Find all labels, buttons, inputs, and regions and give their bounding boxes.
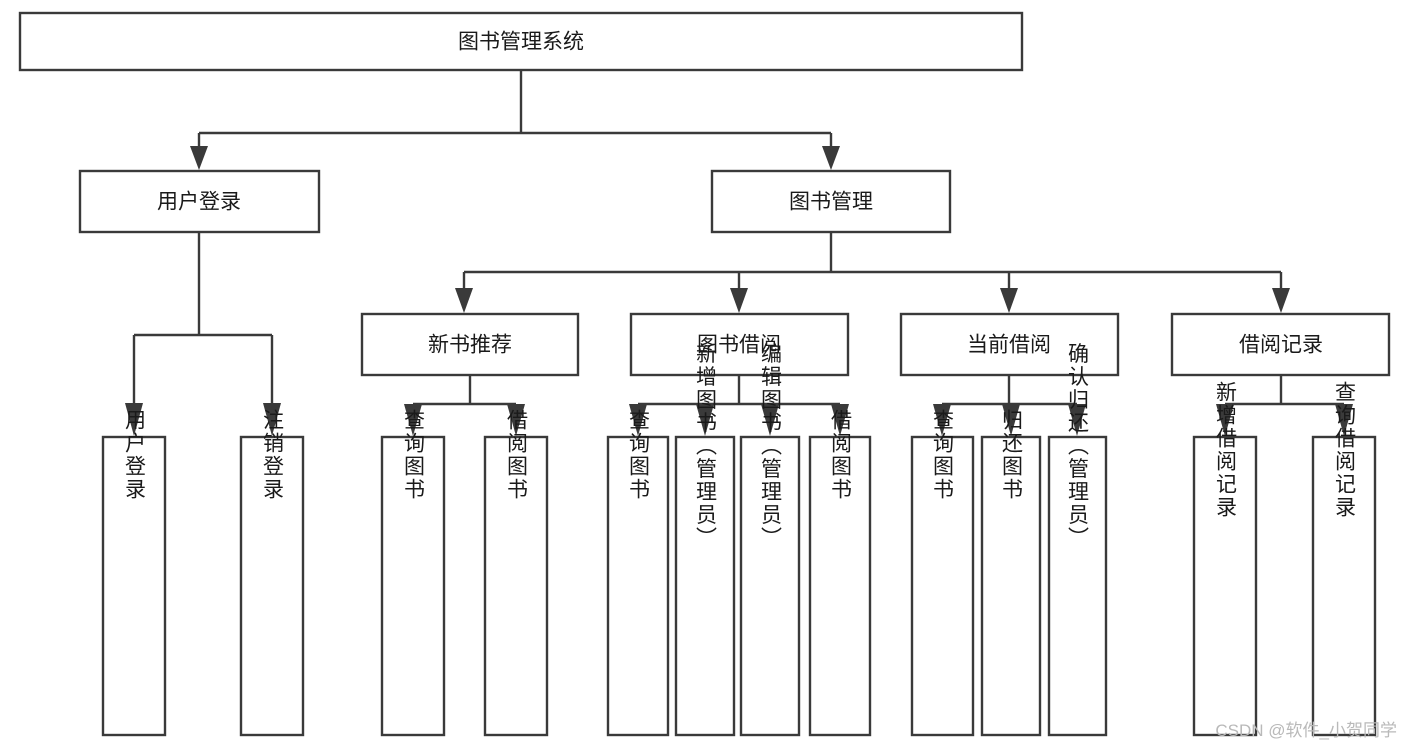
node-new-book-recommend-label: 新书推荐	[428, 334, 512, 357]
arrow-head-leaf-edit-book	[761, 404, 779, 436]
arrow-head-current-borrow	[1000, 288, 1018, 313]
node-leaf-borrow-book-1-box[interactable]	[483, 435, 549, 737]
node-book-management-box[interactable]	[710, 169, 952, 234]
node-leaf-query-book-3-box[interactable]	[910, 435, 975, 737]
node-leaf-user-login[interactable]: 用户登录	[101, 409, 167, 737]
node-leaf-edit-book-box[interactable]	[739, 435, 801, 737]
node-leaf-confirm-return-label: 确认归还（管理员）	[1066, 343, 1090, 550]
node-book-management[interactable]: 图书管理	[710, 169, 952, 234]
node-new-book-recommend[interactable]: 新书推荐	[360, 312, 580, 377]
node-root[interactable]: 图书管理系统	[18, 11, 1024, 72]
node-leaf-borrow-book-1[interactable]: 借阅图书	[483, 409, 549, 737]
node-leaf-borrow-book-2[interactable]: 借阅图书	[808, 409, 872, 737]
node-leaf-confirm-return-box[interactable]	[1047, 435, 1108, 737]
node-leaf-return-book[interactable]: 归还图书	[980, 409, 1042, 737]
node-leaf-add-record-label: 新增借阅记录	[1214, 381, 1238, 519]
arrow-head-leaf-query-book-3	[933, 404, 951, 436]
arrow-head-leaf-borrow-book-2	[831, 404, 849, 436]
node-leaf-edit-book-label: 编辑图书（管理员）	[759, 343, 783, 550]
node-leaf-user-login-box[interactable]	[101, 435, 167, 737]
node-leaf-query-book-3-label: 查询图书	[931, 409, 955, 501]
arrow-head-leaf-query-book-2	[629, 404, 647, 436]
node-leaf-query-book-2-label: 查询图书	[627, 409, 651, 501]
arrow-head-leaf-add-record	[1216, 404, 1234, 436]
node-leaf-query-book-2-box[interactable]	[606, 435, 670, 737]
node-leaf-borrow-book-1-label: 借阅图书	[505, 409, 529, 501]
arrow-head-book-borrow	[730, 288, 748, 313]
node-leaf-edit-book[interactable]: 编辑图书（管理员）	[739, 343, 801, 737]
node-current-borrow-label: 当前借阅	[967, 334, 1051, 357]
arrow-head-leaf-return-book	[1002, 404, 1020, 436]
connector-layer	[125, 70, 1353, 436]
node-new-book-recommend-box[interactable]	[360, 312, 580, 377]
arrow-head-leaf-query-book-1	[404, 404, 422, 436]
node-leaf-user-login-label: 用户登录	[123, 409, 147, 501]
arrow-head-leaf-query-record	[1335, 404, 1353, 436]
node-borrow-record-label: 借阅记录	[1239, 334, 1323, 357]
node-user-login-label: 用户登录	[157, 191, 241, 214]
arrow-head-book-management	[822, 146, 840, 170]
node-current-borrow[interactable]: 当前借阅	[899, 312, 1120, 377]
node-leaf-add-book-label: 新增图书（管理员）	[694, 343, 718, 550]
node-book-borrow-label: 图书借阅	[697, 334, 781, 357]
node-book-borrow[interactable]: 图书借阅	[629, 312, 850, 377]
arrow-head-leaf-confirm-return	[1068, 404, 1086, 436]
node-leaf-query-record-box[interactable]	[1311, 435, 1377, 737]
node-leaf-add-record-box[interactable]	[1192, 435, 1258, 737]
arrow-head-borrow-record	[1272, 288, 1290, 313]
node-leaf-query-record[interactable]: 查询借阅记录	[1311, 381, 1377, 737]
node-leaf-logout-login-label: 注销登录	[261, 409, 285, 501]
arrow-head-leaf-logout-login	[263, 403, 281, 436]
node-leaf-confirm-return[interactable]: 确认归还（管理员）	[1047, 343, 1108, 737]
node-book-borrow-box[interactable]	[629, 312, 850, 377]
arrow-head-new-book-recommend	[455, 288, 473, 313]
node-leaf-return-book-label: 归还图书	[1000, 409, 1024, 501]
arrow-head-user-login	[190, 146, 208, 170]
node-leaf-add-book-box[interactable]	[674, 435, 736, 737]
node-root-label: 图书管理系统	[458, 31, 584, 54]
node-leaf-query-book-3[interactable]: 查询图书	[910, 409, 975, 737]
node-leaf-logout-login-box[interactable]	[239, 435, 305, 737]
node-leaf-add-book[interactable]: 新增图书（管理员）	[674, 343, 736, 737]
node-user-login[interactable]: 用户登录	[78, 169, 321, 234]
node-leaf-logout-login[interactable]: 注销登录	[239, 409, 305, 737]
node-leaf-add-record[interactable]: 新增借阅记录	[1192, 381, 1258, 737]
node-leaf-borrow-book-2-box[interactable]	[808, 435, 872, 737]
node-borrow-record[interactable]: 借阅记录	[1170, 312, 1391, 377]
node-user-login-box[interactable]	[78, 169, 321, 234]
node-leaf-return-book-box[interactable]	[980, 435, 1042, 737]
node-leaf-query-book-1-label: 查询图书	[402, 409, 426, 501]
arrow-head-leaf-add-book	[696, 404, 714, 436]
node-book-management-label: 图书管理	[789, 191, 873, 214]
node-current-borrow-box[interactable]	[899, 312, 1120, 377]
node-leaf-query-book-1-box[interactable]	[380, 435, 446, 737]
node-leaf-query-book-1[interactable]: 查询图书	[380, 409, 446, 737]
node-leaf-query-book-2[interactable]: 查询图书	[606, 409, 670, 737]
node-leaf-query-record-label: 查询借阅记录	[1333, 381, 1357, 519]
arrow-head-leaf-user-login	[125, 403, 143, 436]
node-borrow-record-box[interactable]	[1170, 312, 1391, 377]
node-leaf-borrow-book-2-label: 借阅图书	[829, 409, 853, 501]
node-root-box[interactable]	[18, 11, 1024, 72]
arrow-head-leaf-borrow-book-1	[507, 404, 525, 436]
